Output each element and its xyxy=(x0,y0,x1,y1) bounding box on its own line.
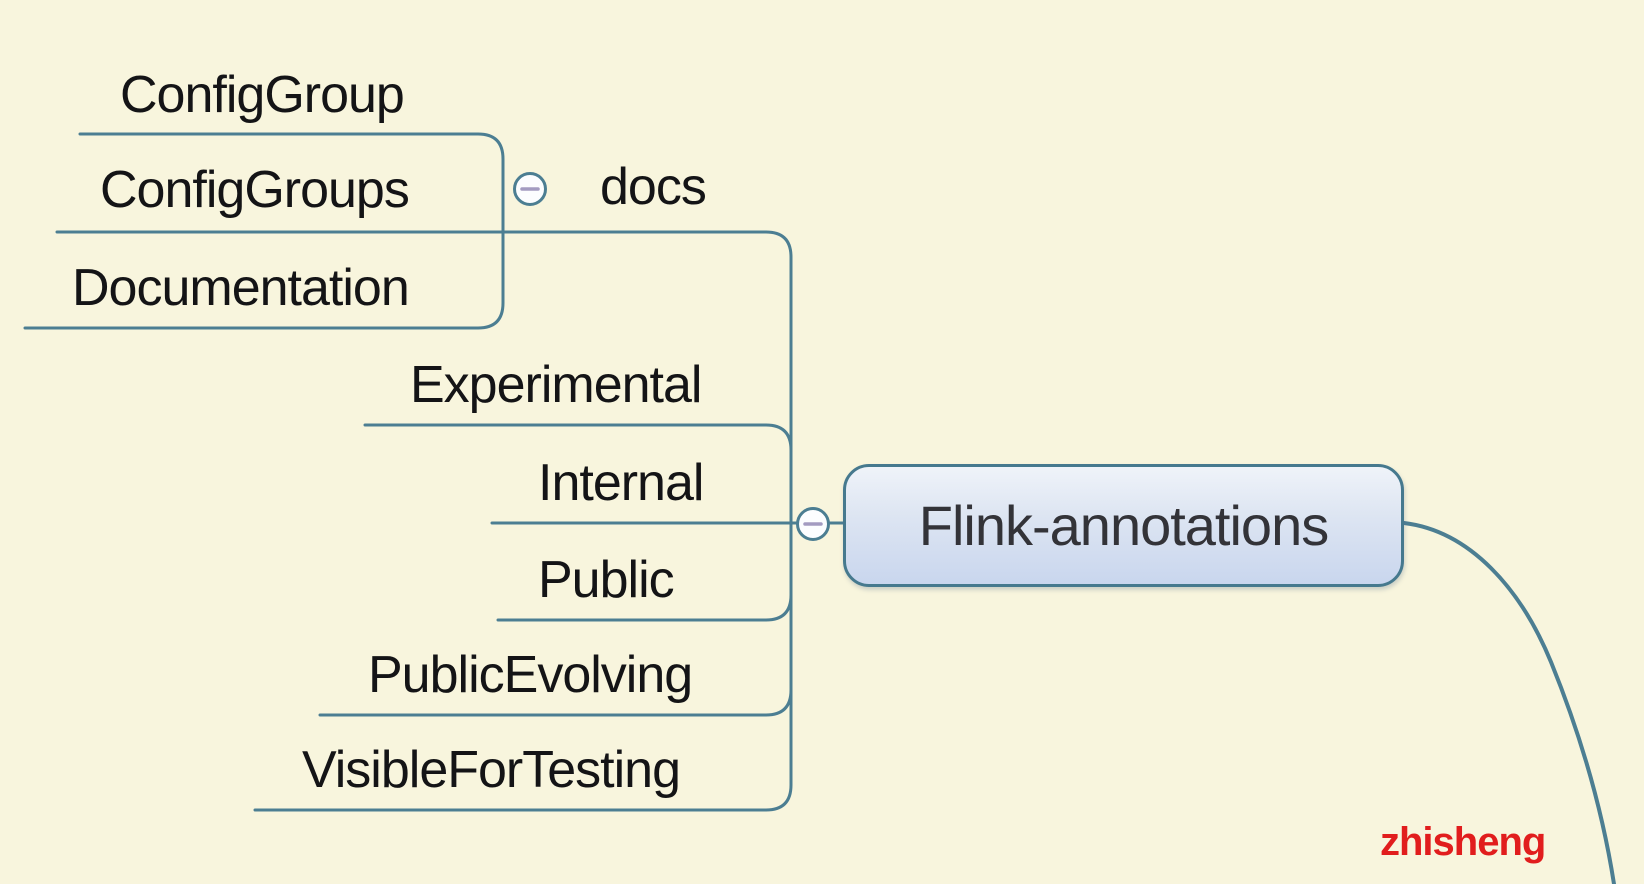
connector-experimental xyxy=(363,423,793,452)
topic-configgroup[interactable]: ConfigGroup xyxy=(120,66,405,124)
connector-publicevolving xyxy=(318,688,793,717)
topic-internal[interactable]: Internal xyxy=(538,454,704,512)
connector-docs-spine xyxy=(55,230,793,812)
watermark: zhisheng xyxy=(1380,820,1546,864)
connector-public xyxy=(496,593,793,622)
topic-publicevolving[interactable]: PublicEvolving xyxy=(368,646,693,704)
topic-configgroups[interactable]: ConfigGroups xyxy=(100,161,410,219)
connector-root-right-branch xyxy=(1402,521,1616,884)
topic-documentation[interactable]: Documentation xyxy=(72,259,410,317)
root-topic[interactable]: Flink-annotations xyxy=(843,464,1404,587)
topic-visiblefortesting[interactable]: VisibleForTesting xyxy=(302,741,681,799)
collapse-button-docs[interactable] xyxy=(513,172,547,206)
topic-docs[interactable]: docs xyxy=(600,158,707,216)
topic-experimental[interactable]: Experimental xyxy=(410,356,702,414)
collapse-button-root[interactable] xyxy=(796,507,830,541)
root-topic-label: Flink-annotations xyxy=(918,494,1329,557)
topic-public[interactable]: Public xyxy=(538,551,675,609)
